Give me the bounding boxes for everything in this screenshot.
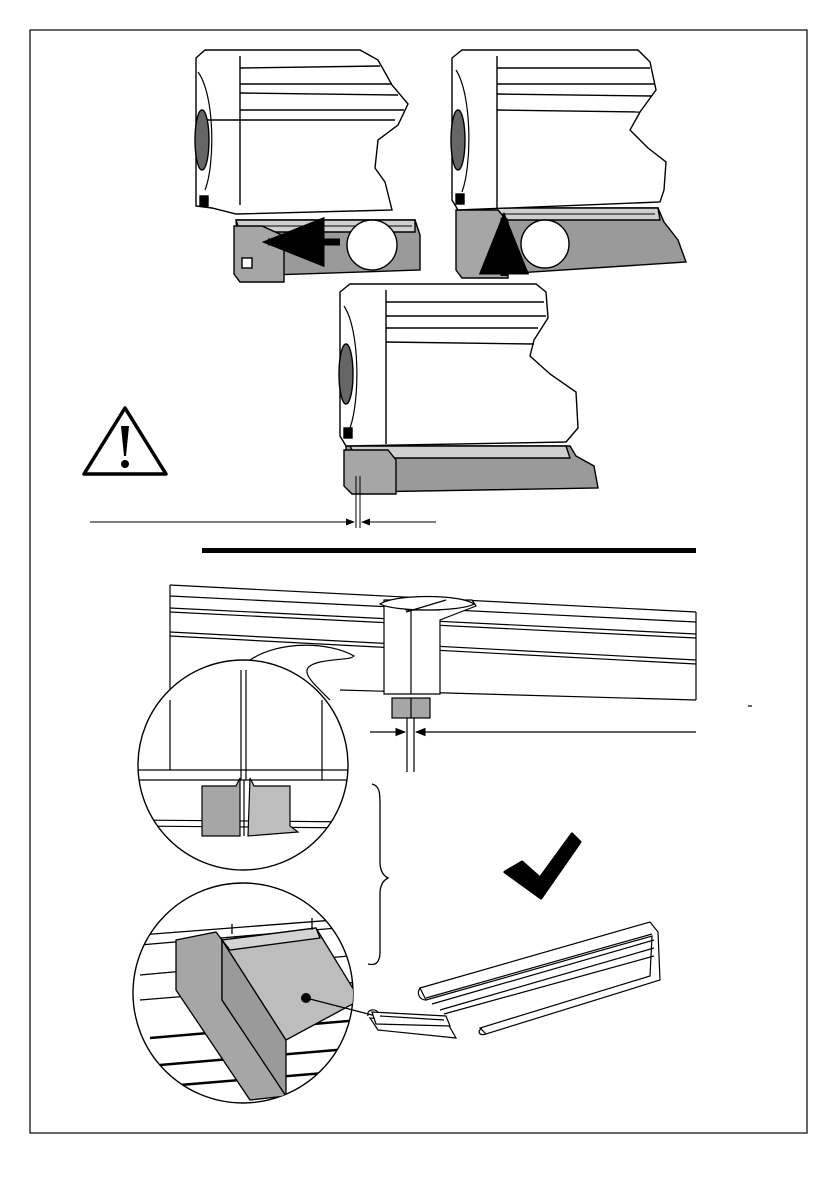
end-window: [339, 344, 353, 404]
end-window: [451, 110, 465, 170]
end-cap: [234, 226, 284, 282]
end-cap: [456, 210, 508, 278]
step-2-push-up: [451, 50, 686, 278]
step-2-circle: [521, 220, 569, 268]
end-cap: [344, 450, 396, 494]
detail-zoom-bottom: [133, 883, 376, 1103]
cassette-body: [452, 50, 666, 210]
end-window: [195, 110, 209, 170]
rail-profile: [368, 922, 660, 1038]
step-1-circle: [347, 220, 397, 270]
section-separator: [202, 548, 696, 553]
curly-brace-icon: [368, 784, 388, 965]
detail-zoom-top: [130, 660, 360, 870]
step-1-slide-left: [195, 50, 420, 282]
step-3-assembled: [90, 284, 598, 528]
warning-triangle-icon: [84, 408, 166, 474]
cassette-body: [340, 284, 578, 446]
check-mark-icon: [505, 834, 580, 898]
cassette-body: [196, 50, 408, 214]
